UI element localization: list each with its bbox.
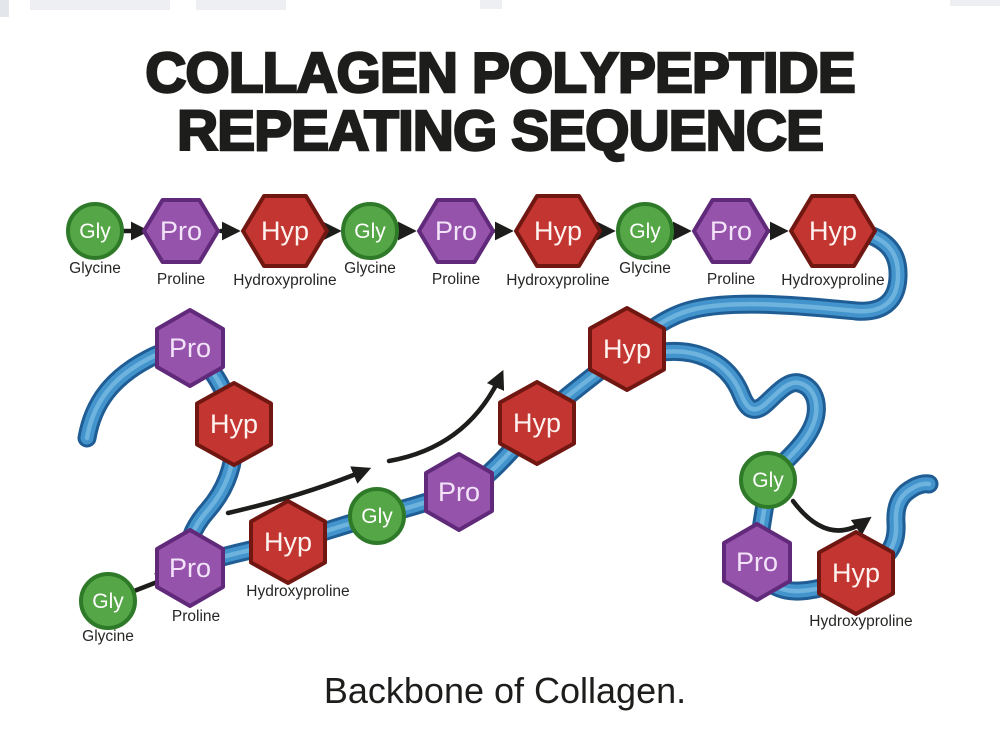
- residue-abbr-label: Hyp: [261, 216, 309, 246]
- residue-abbr-label: Hyp: [210, 409, 258, 439]
- residue-abbr-label: Hyp: [809, 216, 857, 246]
- residue-name-label: Glycine: [69, 260, 121, 277]
- pro-hexagon: [155, 308, 225, 388]
- pro-hexagon: [722, 522, 792, 602]
- residue-abbr-label: Pro: [160, 216, 202, 246]
- hyp-hexagon: [195, 381, 273, 467]
- residue-abbr-label: Gly: [629, 220, 661, 243]
- residue-gly-node: Gly: [348, 487, 406, 545]
- title-line-1: COLLAGEN POLYPEPTIDE: [145, 41, 855, 105]
- hyp-hexagon: [498, 380, 576, 466]
- residue-pro-node: Pro: [142, 198, 220, 264]
- residue-abbr-label: Gly: [79, 220, 111, 243]
- residue-abbr-label: Pro: [435, 216, 477, 246]
- scan-artifact-marks: [0, 0, 1000, 17]
- gly-circle: [66, 202, 124, 260]
- residue-pro-node: Pro: [417, 198, 495, 264]
- residue-abbr-label: Gly: [92, 590, 124, 613]
- gly-circle: [616, 202, 674, 260]
- chain-direction-arrow-1: [225, 466, 372, 516]
- residue-gly-node: Gly: [739, 451, 797, 509]
- residue-name-label: Proline: [432, 271, 480, 288]
- residue-hyp-node: Hyp: [789, 194, 877, 268]
- residue-gly-node: Gly: [79, 572, 137, 630]
- caption: Backbone of Collagen.: [324, 670, 686, 711]
- hyp-hexagon: [249, 499, 327, 585]
- residue-pro-node: Pro: [155, 308, 225, 388]
- hyp-hexagon: [789, 194, 877, 268]
- residue-pro-node: Pro: [692, 198, 770, 264]
- residue-hyp-node: Hyp: [249, 499, 327, 585]
- residue-gly-node: Gly: [616, 202, 674, 260]
- residue-name-label: Hydroxyproline: [809, 613, 912, 630]
- hyp-hexagon: [817, 530, 895, 616]
- residue-name-label: Proline: [172, 608, 220, 625]
- pro-hexagon: [692, 198, 770, 264]
- pro-hexagon: [142, 198, 220, 264]
- residue-abbr-label: Gly: [354, 220, 386, 243]
- residue-abbr-label: Hyp: [534, 216, 582, 246]
- residue-hyp-node: Hyp: [195, 381, 273, 467]
- residue-name-label: Glycine: [344, 260, 396, 277]
- residue-abbr-label: Pro: [438, 477, 480, 507]
- residue-hyp-node: Hyp: [241, 194, 329, 268]
- residue-abbr-label: Pro: [169, 333, 211, 363]
- sequence-row: Gly Pro Hyp Gly Pro Hyp Gly Pro HypGlycineProlin…: [66, 194, 885, 289]
- residue-abbr-label: Pro: [736, 547, 778, 577]
- residue-gly-node: Gly: [341, 202, 399, 260]
- arrows: [121, 221, 872, 596]
- residue-name-label: Hydroxyproline: [506, 272, 609, 289]
- residue-hyp-node: Hyp: [817, 530, 895, 616]
- pro-hexagon: [424, 452, 494, 532]
- residue-name-label: Proline: [157, 271, 205, 288]
- residue-abbr-label: Hyp: [603, 334, 651, 364]
- hyp-hexagon: [514, 194, 602, 268]
- hyp-hexagon: [241, 194, 329, 268]
- residue-abbr-label: Hyp: [264, 527, 312, 557]
- hyp-hexagon: [588, 306, 666, 392]
- residue-name-label: Hydroxyproline: [781, 272, 884, 289]
- residue-abbr-label: Pro: [710, 216, 752, 246]
- chain-direction-arrow-2: [386, 369, 505, 464]
- chain-direction-arrow-3: [790, 498, 872, 536]
- gly-circle: [79, 572, 137, 630]
- residue-gly-node: Gly: [66, 202, 124, 260]
- residue-pro-node: Pro: [424, 452, 494, 532]
- residue-name-label: Hydroxyproline: [233, 272, 336, 289]
- residue-hyp-node: Hyp: [514, 194, 602, 268]
- residue-pro-node: Pro: [155, 528, 225, 608]
- pro-hexagon: [155, 528, 225, 608]
- residue-name-label: Glycine: [619, 260, 671, 277]
- residue-abbr-label: Pro: [169, 553, 211, 583]
- title-line-2: REPEATING SEQUENCE: [177, 99, 823, 163]
- gly-circle: [348, 487, 406, 545]
- residue-name-label: Glycine: [82, 628, 134, 645]
- residue-hyp-node: Hyp: [588, 306, 666, 392]
- gly-circle: [341, 202, 399, 260]
- residue-abbr-label: Gly: [361, 505, 393, 528]
- residue-abbr-label: Hyp: [832, 558, 880, 588]
- residue-name-label: Proline: [707, 271, 755, 288]
- residue-name-label: Hydroxyproline: [246, 583, 349, 600]
- residue-abbr-label: Hyp: [513, 408, 561, 438]
- pro-hexagon: [417, 198, 495, 264]
- residue-abbr-label: Gly: [752, 469, 784, 492]
- residue-hyp-node: Hyp: [498, 380, 576, 466]
- backbone-tube-free-end: [874, 474, 939, 567]
- gly-circle: [739, 451, 797, 509]
- residue-pro-node: Pro: [722, 522, 792, 602]
